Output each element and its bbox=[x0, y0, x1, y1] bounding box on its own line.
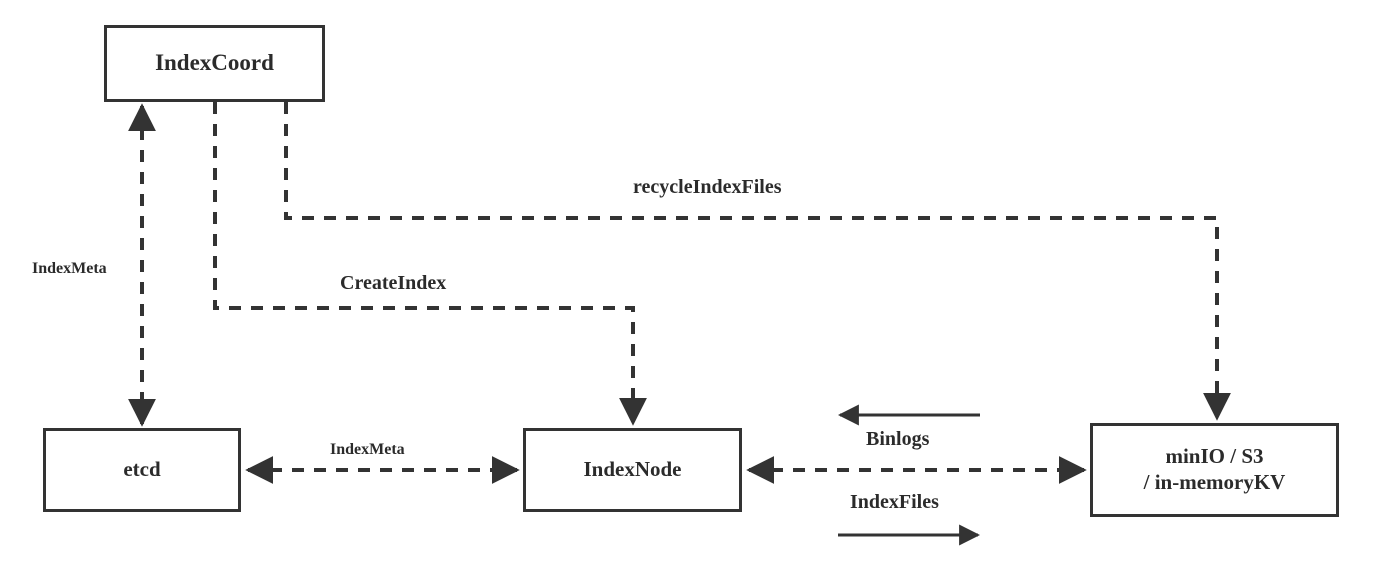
node-index-coord[interactable]: IndexCoord bbox=[104, 25, 325, 102]
edge-index-coord-index-node bbox=[213, 102, 647, 426]
node-etcd[interactable]: etcd bbox=[43, 428, 241, 512]
node-etcd-label: etcd bbox=[123, 457, 161, 482]
edge-label-index-files: IndexFiles bbox=[850, 491, 939, 513]
node-index-node[interactable]: IndexNode bbox=[523, 428, 742, 512]
edge-index-coord-minio bbox=[284, 102, 1231, 421]
edge-label-binlogs: Binlogs bbox=[866, 428, 930, 450]
node-index-coord-label: IndexCoord bbox=[155, 50, 274, 76]
edge-label-create-index: CreateIndex bbox=[340, 272, 447, 294]
node-index-node-label: IndexNode bbox=[583, 457, 682, 482]
edge-label-recycle-index-files: recycleIndexFiles bbox=[633, 176, 782, 198]
node-minio-label: minIO / S3 / in-memoryKV bbox=[1143, 444, 1286, 494]
edge-label-index-meta-vertical: IndexMeta bbox=[32, 260, 107, 277]
node-minio[interactable]: minIO / S3 / in-memoryKV bbox=[1090, 423, 1339, 517]
edge-label-index-meta-horizontal: IndexMeta bbox=[330, 441, 405, 458]
